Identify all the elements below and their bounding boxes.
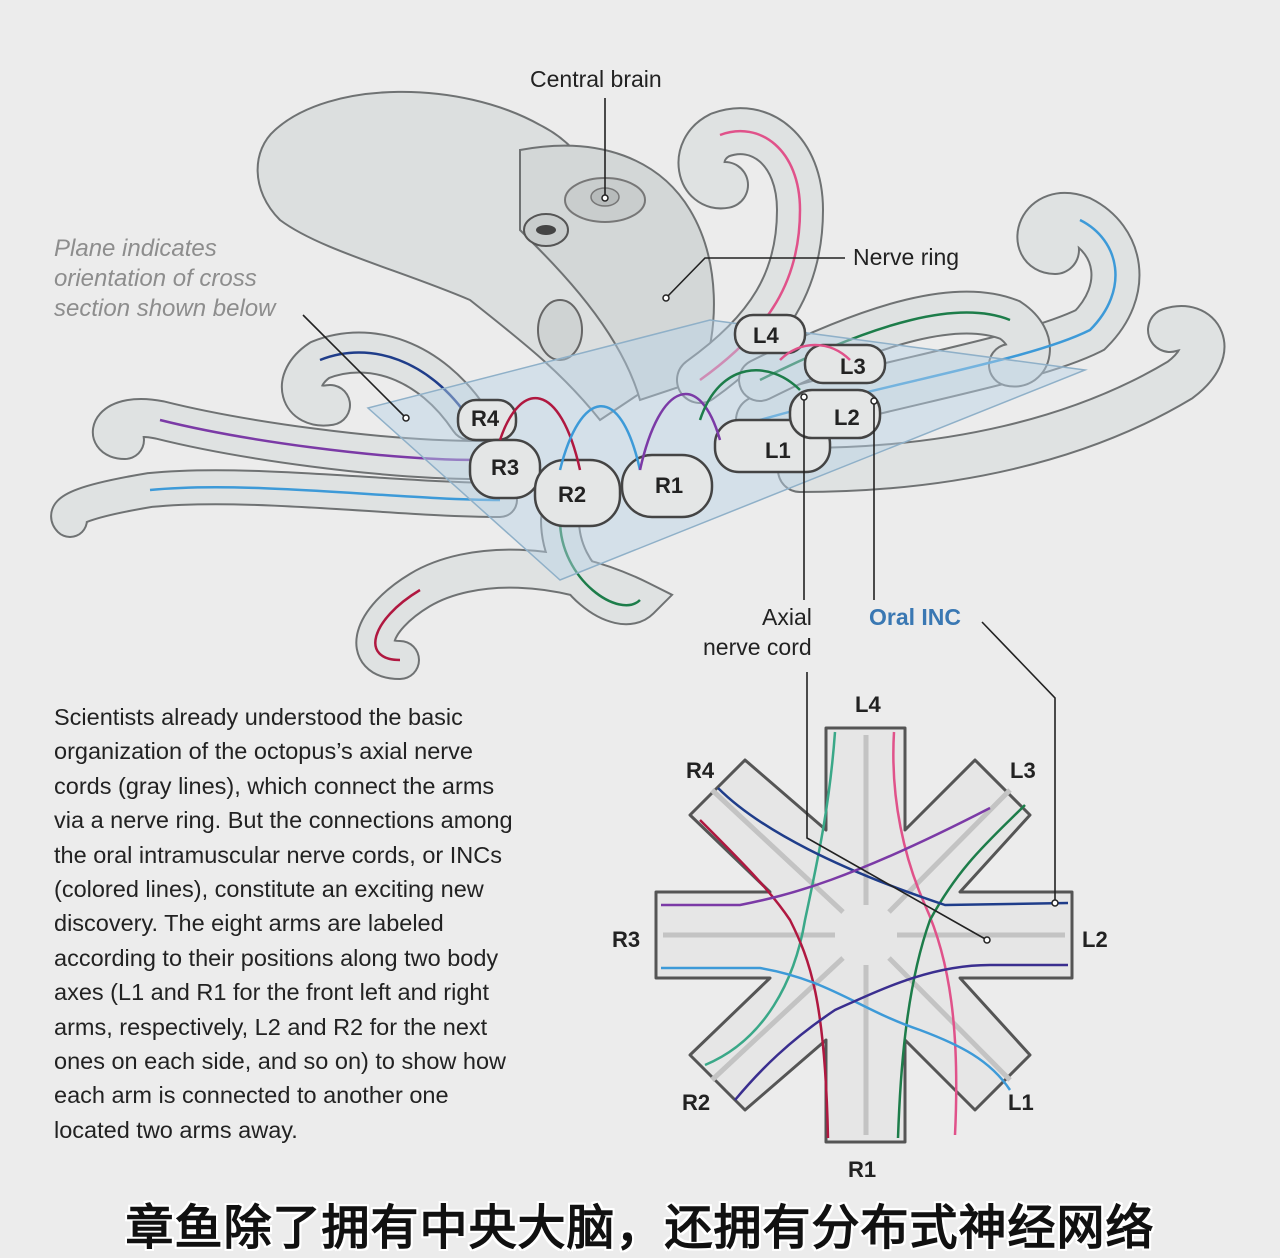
arm-label-L2: L2 — [834, 405, 860, 430]
description-line: cords (gray lines), which connect the ar… — [54, 772, 495, 799]
central-brain-label: Central brain — [530, 66, 662, 92]
inc-lines-top — [149, 129, 1117, 662]
description-line: located two arms away. — [54, 1116, 298, 1143]
description-paragraph: Scientists already understood the basic … — [54, 700, 584, 1147]
arm-cross-sections — [456, 313, 887, 528]
description-line: axes (L1 and R1 for the front left and r… — [54, 979, 490, 1006]
axial-nerve-cord-label-line2: nerve cord — [703, 634, 812, 660]
description-line: according to their positions along two b… — [54, 944, 499, 971]
arm-label-R1: R1 — [655, 473, 684, 498]
plane-note-line: Plane indicates — [54, 235, 217, 262]
description-line: organization of the octopus’s axial nerv… — [54, 738, 473, 765]
arm-label-R2: R2 — [558, 482, 587, 507]
arm-label-R4: R4 — [471, 406, 500, 431]
plane-note: Plane indicates orientation of cross sec… — [54, 234, 314, 324]
cross-label-R2: R2 — [682, 1090, 711, 1115]
description-line: each arm is connected to another one — [54, 1082, 449, 1109]
arm-label-L3: L3 — [840, 354, 866, 379]
cross-label-L4: L4 — [855, 692, 881, 717]
arm-label-R3: R3 — [491, 455, 520, 480]
plane-note-line: orientation of cross — [54, 265, 257, 292]
leader-lines — [302, 98, 875, 600]
inc-lines-cross-section — [661, 731, 1069, 1139]
nerve-ring-label: Nerve ring — [853, 244, 960, 270]
cross-label-L3: L3 — [1010, 758, 1036, 783]
arm-label-L1: L1 — [765, 438, 791, 463]
arm-label-L4: L4 — [753, 323, 779, 348]
description-line: arms, respectively, L2 and R2 for the ne… — [54, 1013, 488, 1040]
plane-note-line: section shown below — [54, 295, 276, 322]
cross-label-R3: R3 — [612, 927, 641, 952]
cross-leader-dots — [983, 899, 1059, 944]
description-line: Scientists already understood the basic — [54, 704, 463, 730]
description-line: the oral intramuscular nerve cords, or I… — [54, 841, 502, 868]
cross-label-L2: L2 — [1082, 927, 1108, 952]
description-line: discovery. The eight arms are labeled — [54, 910, 444, 937]
cross-leaders — [806, 621, 1056, 941]
cross-label-L1: L1 — [1008, 1090, 1034, 1115]
inc-loops — [498, 343, 851, 471]
cross-label-R1: R1 — [848, 1157, 877, 1182]
cross-label-R4: R4 — [686, 758, 715, 783]
leader-dots — [402, 194, 878, 422]
oral-inc-label: Oral INC — [869, 604, 962, 630]
chinese-caption: 章鱼除了拥有中央大脑，还拥有分布式神经网络 — [125, 1200, 1155, 1256]
axial-nerve-cord-label-line1: Axial — [762, 604, 812, 630]
description-line: ones on each side, and so on) to show ho… — [54, 1048, 507, 1075]
description-line: via a nerve ring. But the connections am… — [54, 807, 513, 834]
description-line: (colored lines), constitute an exciting … — [54, 876, 484, 903]
